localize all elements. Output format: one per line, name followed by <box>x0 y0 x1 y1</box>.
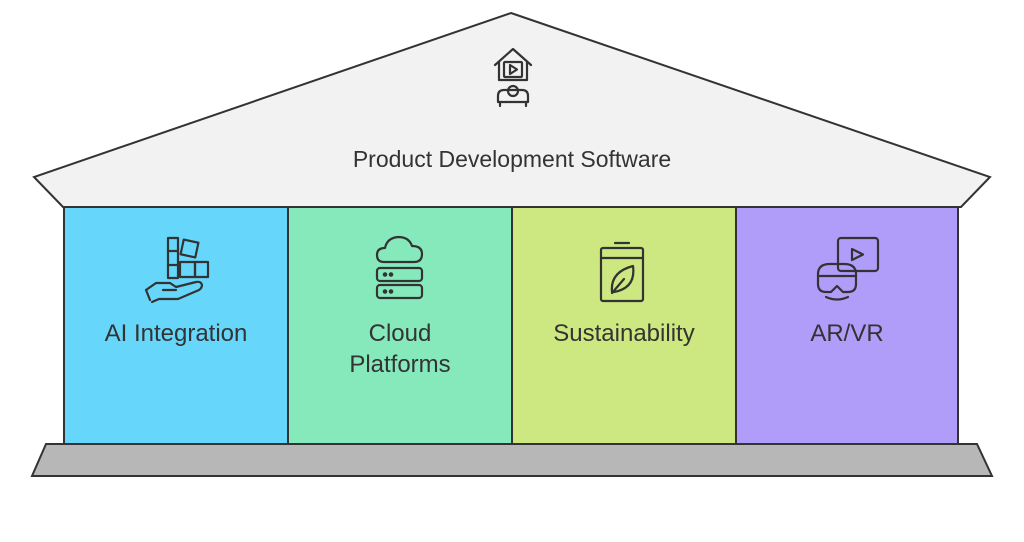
cloud-server-icon <box>375 235 424 300</box>
pillar-label-ai-integration: AI Integration <box>105 320 248 347</box>
pillar-label-ar-vr: AR/VR <box>810 320 883 347</box>
pillar-label-cloud-platforms-line1: Cloud <box>369 320 432 347</box>
base <box>30 443 994 477</box>
eco-battery-icon <box>599 241 645 303</box>
pillar-ai-integration <box>63 206 289 445</box>
roof <box>32 11 992 208</box>
vr-headset-icon <box>816 236 880 301</box>
pillar-label-cloud-platforms-line2: Platforms <box>349 351 450 378</box>
pillar-sustainability <box>511 206 737 445</box>
roof-title: Product Development Software <box>353 146 671 172</box>
hand-blocks-icon <box>144 236 210 304</box>
pillar-ar-vr <box>735 206 959 445</box>
pillar-cloud-platforms <box>287 206 513 445</box>
home-video-projector-icon <box>493 47 533 108</box>
pillar-label-sustainability: Sustainability <box>553 320 694 347</box>
